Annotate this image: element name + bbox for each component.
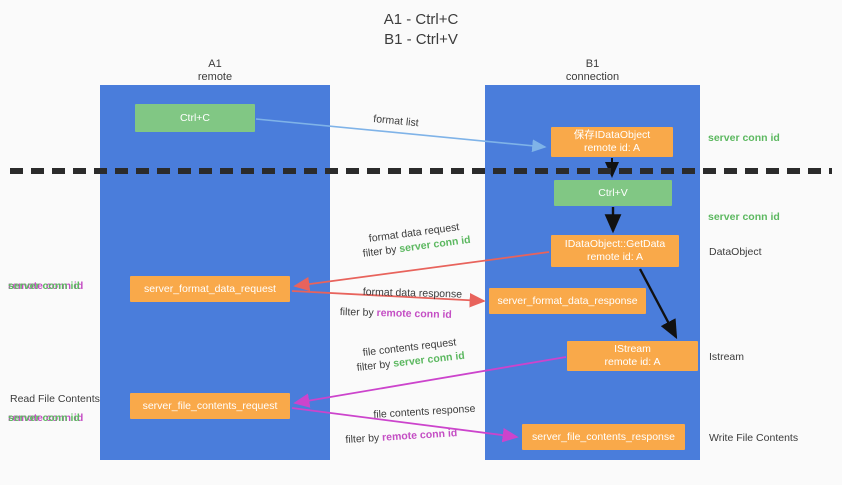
remote-conn-id-text: remote conn id <box>8 280 84 292</box>
box-istream[interactable]: IStream remote id: A <box>567 341 698 371</box>
page-title: A1 - Ctrl+C B1 - Ctrl+V <box>383 11 459 48</box>
box-ctrl-v[interactable]: Ctrl+V <box>554 180 672 206</box>
label-dataobject: DataObject <box>709 246 762 258</box>
label-format-data-response-filter: filter by remote conn id <box>340 305 452 323</box>
remote-conn-id-text: remote conn id <box>8 412 84 424</box>
dashed-divider <box>10 168 832 174</box>
lane-header-a1: A1 remote <box>197 58 233 83</box>
remote-conn-id-text: remote conn id <box>381 427 458 444</box>
server-conn-id-text: server conn id <box>8 280 80 292</box>
remote-conn-id-text: remote conn id <box>376 306 452 321</box>
label-server-conn-id-mid: server conn id <box>708 211 780 223</box>
label-istream: Istream <box>709 351 745 363</box>
box-ctrl-c[interactable]: Ctrl+C <box>135 104 255 132</box>
filter-by-text: filter by <box>362 243 401 260</box>
label-server-conn-id-top: server conn id <box>708 132 780 144</box>
label-file-contents-response: file contents response <box>373 402 476 421</box>
filter-by-text: filter by <box>339 305 377 319</box>
server-conn-id-text: server conn id <box>8 412 80 424</box>
label-format-list: format list <box>372 112 420 130</box>
box-server-file-contents-response[interactable]: server_file_contents_response <box>522 424 685 450</box>
filter-by-text: filter by <box>356 357 395 374</box>
label-write-file-contents: Write File Contents <box>709 432 799 444</box>
filter-by-text: filter by <box>345 431 383 446</box>
box-server-file-contents-request[interactable]: server_file_contents_request <box>130 393 290 419</box>
label-file-contents-response-filter: filter by remote conn id <box>345 426 458 448</box>
box-server-format-data-request[interactable]: server_format_data_request <box>130 276 290 302</box>
lane-header-b1: B1 connection <box>565 58 620 83</box>
box-save-idataobject[interactable]: 保存IDataObject remote id: A <box>551 127 673 157</box>
label-read-file-contents: Read File Contents <box>10 393 100 405</box>
box-idataobject-getdata[interactable]: IDataObject::GetData remote id: A <box>551 235 679 267</box>
box-server-format-data-response[interactable]: server_format_data_response <box>489 288 646 314</box>
label-format-data-response: format data response <box>362 285 463 301</box>
